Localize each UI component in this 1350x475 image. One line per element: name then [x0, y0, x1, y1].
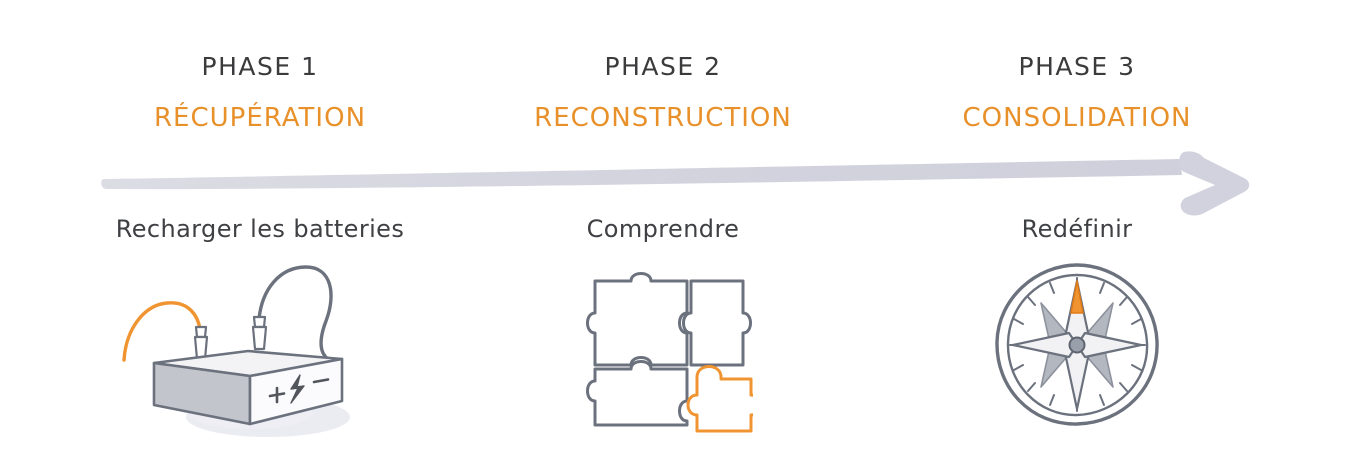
phase-3-title: CONSOLIDATION	[962, 103, 1192, 133]
phase-column-2: PHASE 2 RECONSTRUCTION Comprendre	[453, 0, 873, 475]
battery-with-jumper-cables-icon	[122, 265, 350, 437]
phase-2-title: RECONSTRUCTION	[534, 103, 792, 133]
phase-3-icon-holder	[867, 255, 1287, 455]
phase-1-icon-holder	[50, 255, 470, 455]
phase-column-3: PHASE 3 CONSOLIDATION Redéfinir	[867, 0, 1287, 475]
phase-3-caption: Redéfinir	[1021, 215, 1133, 243]
phase-1-number: PHASE 1	[201, 52, 319, 81]
phase-2-number: PHASE 2	[604, 52, 722, 81]
phase-3-number: PHASE 3	[1018, 52, 1136, 81]
jigsaw-puzzle-icon	[586, 272, 753, 433]
phase-1-caption: Recharger les batteries	[115, 215, 405, 243]
phase-1-title: RÉCUPÉRATION	[153, 103, 367, 133]
phase-column-1: PHASE 1 RÉCUPÉRATION Recharger les batte…	[50, 0, 470, 475]
compass-rose-icon	[995, 263, 1159, 426]
phase-2-icon-holder	[453, 255, 873, 455]
phase-2-caption: Comprendre	[586, 215, 740, 243]
